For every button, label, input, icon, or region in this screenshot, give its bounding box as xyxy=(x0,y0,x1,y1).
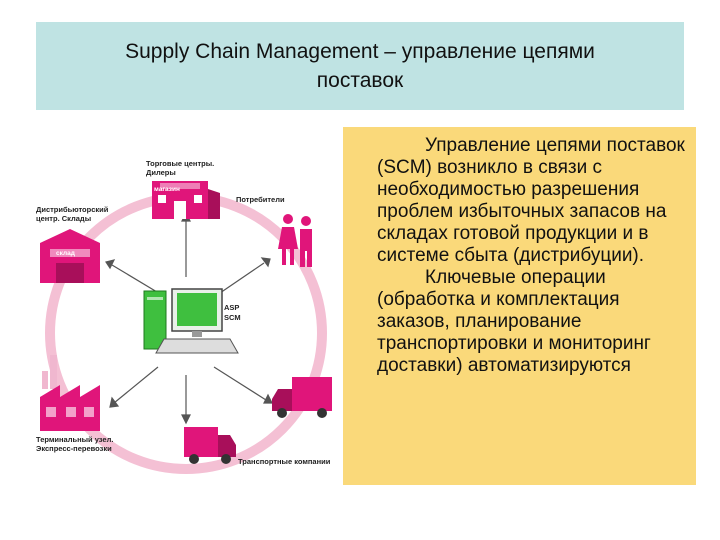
slide-title: Supply Chain Management – управление цеп… xyxy=(36,22,684,110)
sign-retail: магазин xyxy=(154,186,180,193)
label-terminal: Терминальный узел. Экспресс-перевозки xyxy=(36,435,113,453)
label-dc-line-1: Дистрибьюторский xyxy=(36,205,109,214)
label-distribution-center: Дистрибьюторский центр. Склады xyxy=(36,205,108,223)
slide-title-line-1: Supply Chain Management – управление цеп… xyxy=(125,40,595,63)
delivery-truck-icon xyxy=(272,377,332,418)
label-retail: Торговые центры. Дилеры xyxy=(146,159,214,177)
description-panel: Управление цепями поставок (SCM) возникл… xyxy=(343,127,696,485)
label-transport: Транспортные компании xyxy=(238,457,331,466)
connection-arrows xyxy=(105,211,273,425)
label-scm: SCM xyxy=(224,313,241,322)
label-consumers: Потребители xyxy=(236,195,285,204)
label-asp: ASP xyxy=(224,303,240,312)
label-retail-line-2: Дилеры xyxy=(146,168,176,177)
slide-title-line-2: поставок xyxy=(316,69,404,92)
label-terminal-line-1: Терминальный узел. xyxy=(36,435,114,444)
sign-warehouse: склад xyxy=(56,250,75,257)
label-retail-line-1: Торговые центры. xyxy=(146,159,215,168)
paragraph-scm-origin: Управление цепями поставок (SCM) возникл… xyxy=(377,135,685,266)
transport-truck-icon xyxy=(184,427,236,464)
computer-icon xyxy=(143,288,239,354)
label-dc-line-2: центр. Склады xyxy=(36,214,92,223)
supply-chain-diagram: Торговые центры. Дилеры магазин Потребит… xyxy=(34,145,346,475)
diagram-graphics xyxy=(40,181,332,474)
label-terminal-line-2: Экспресс-перевозки xyxy=(36,444,112,453)
paragraph-key-operations: Ключевые операции (обработка и комплекта… xyxy=(377,267,651,376)
warehouse-icon xyxy=(40,229,100,283)
factory-icon xyxy=(40,355,100,431)
consumers-icon xyxy=(278,214,312,267)
retail-building-icon xyxy=(152,181,220,219)
